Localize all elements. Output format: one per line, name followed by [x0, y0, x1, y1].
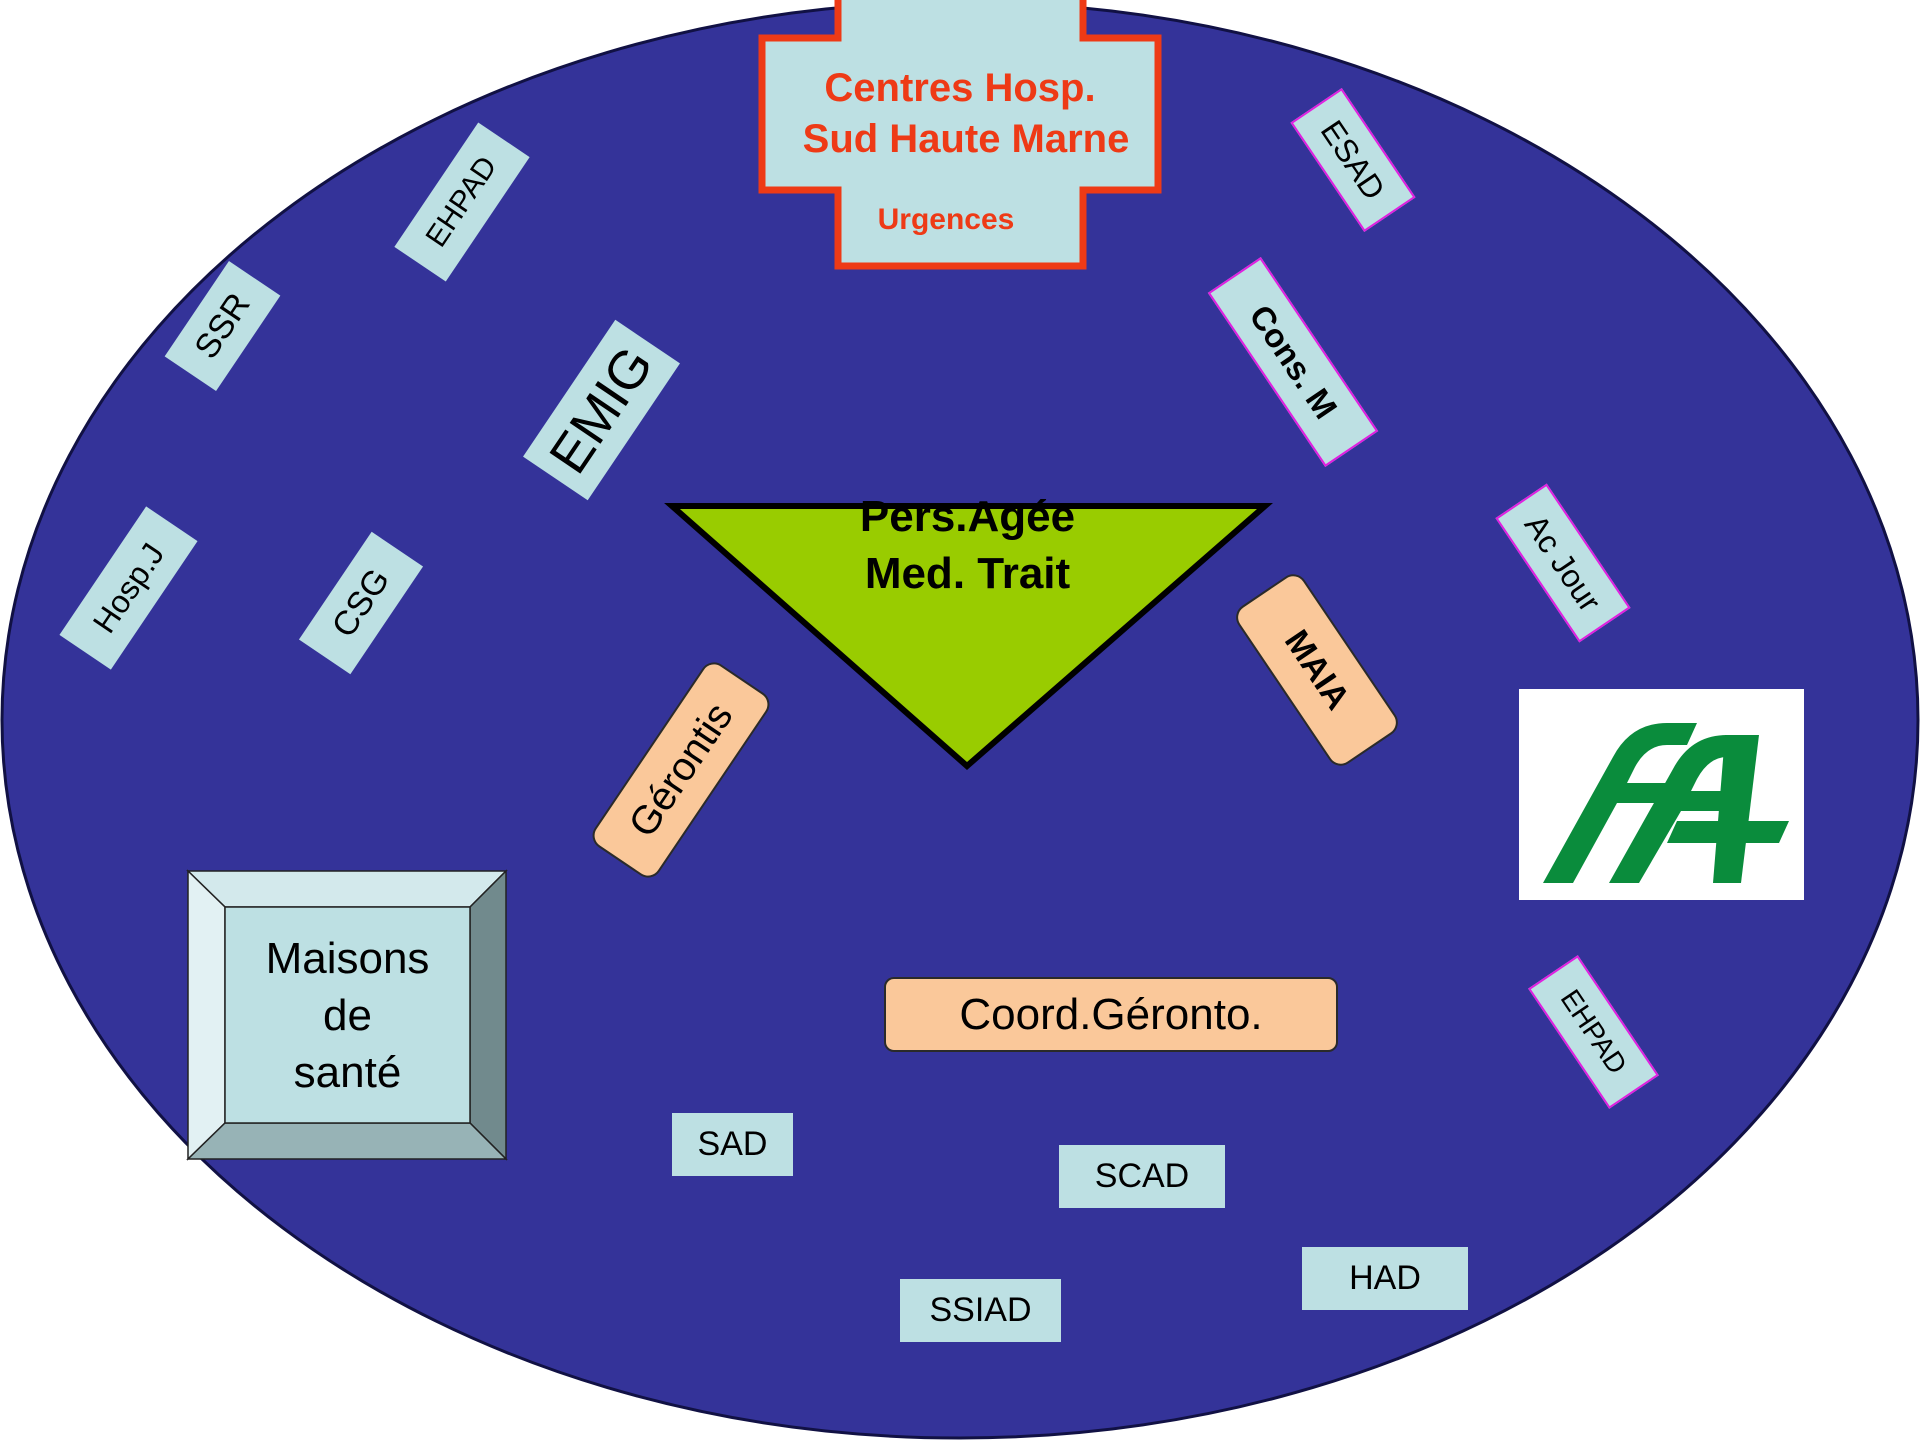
- central-triangle: [664, 503, 1274, 770]
- center-label-line1: Pers.Agée: [859, 492, 1076, 541]
- fa-logo: [1519, 689, 1804, 900]
- hospital-cross-shape: [758, 0, 1162, 270]
- maisons-sante-frame: [186, 869, 508, 1161]
- hospital-title-line1: Centres Hosp.: [824, 66, 1096, 110]
- hospital-title-line2: Sud Haute Marne: [802, 117, 1130, 161]
- fa-logo-icon: [1542, 722, 1789, 883]
- had-node: HAD: [1302, 1247, 1468, 1310]
- urgences-label: Urgences: [877, 203, 1015, 236]
- coord-geronto-node: Coord.Géronto.: [884, 977, 1338, 1052]
- sad-node: SAD: [672, 1113, 793, 1176]
- scad-node: SCAD: [1059, 1145, 1225, 1208]
- maisons-sante-label: Maisons de santé: [265, 933, 430, 1097]
- ssiad-node: SSIAD: [900, 1279, 1061, 1342]
- center-label-line2: Med. Trait: [864, 549, 1071, 598]
